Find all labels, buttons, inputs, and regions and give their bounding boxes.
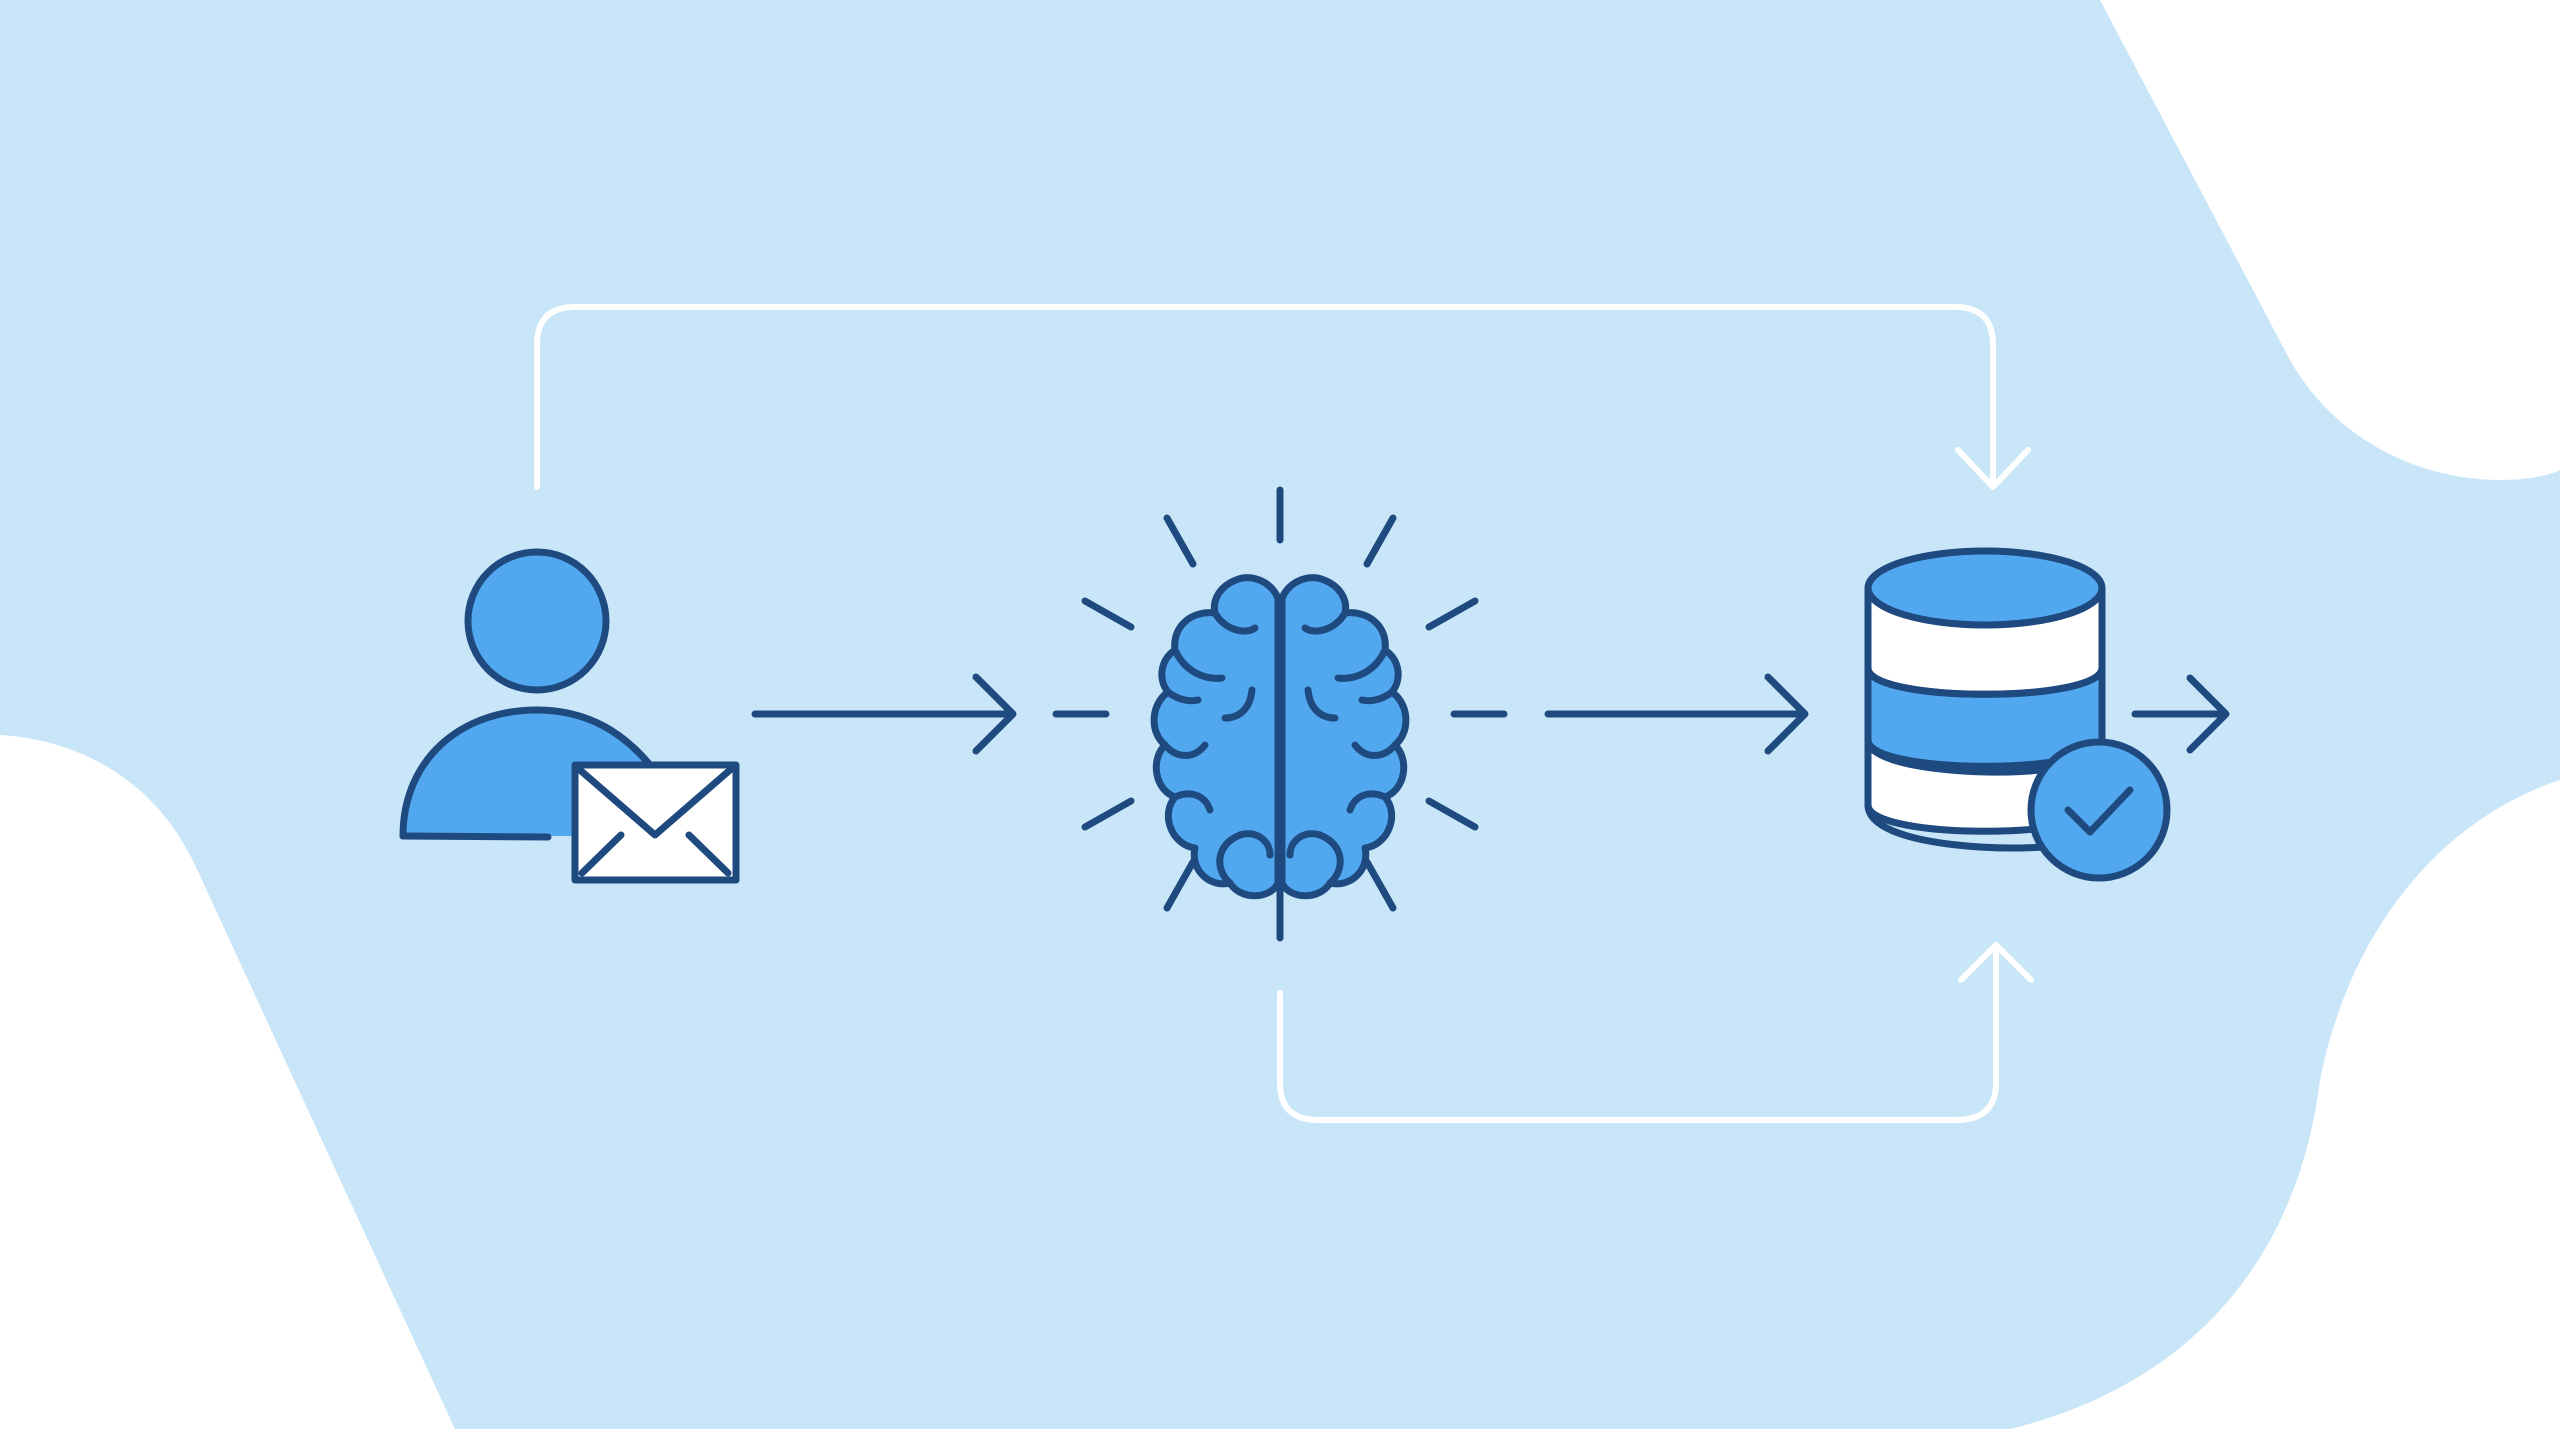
arrow-storage-to-output [2131, 674, 2230, 754]
envelope-icon [571, 761, 740, 884]
loop-arrow-top [534, 304, 2031, 490]
database-check-icon [1864, 547, 2171, 882]
check-badge-icon [2027, 738, 2171, 882]
brain-icon [1150, 574, 1410, 900]
arrow-processor-to-storage [1544, 673, 1809, 755]
person-with-envelope-icon [399, 548, 740, 884]
arrow-sender-to-processor [751, 673, 1017, 755]
loop-arrow-bottom [1277, 942, 2034, 1123]
brain-rays [1052, 486, 1508, 942]
